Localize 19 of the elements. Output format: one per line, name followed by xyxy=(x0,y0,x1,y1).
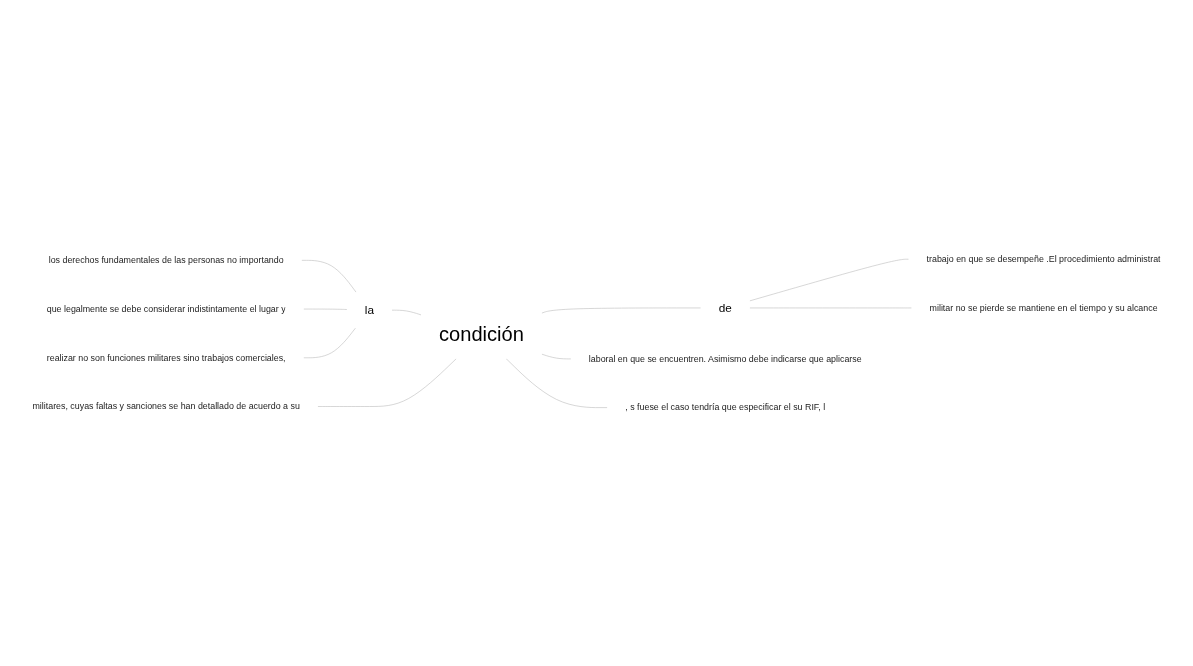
connector xyxy=(541,307,702,314)
connector xyxy=(541,353,572,359)
node-text: de xyxy=(718,301,732,315)
node-text: la xyxy=(364,303,375,317)
node-text: que legalmente se debe considerar indistintamente el lugar y xyxy=(46,303,286,314)
node-text: , s fuese el caso tendría que especificar el su RIF, l xyxy=(625,401,826,412)
connector xyxy=(749,258,910,301)
connector xyxy=(303,327,356,358)
connector xyxy=(317,357,457,407)
connector xyxy=(301,259,357,293)
connector xyxy=(505,357,608,408)
node-text: realizar no son funciones militares sino trabajos comerciales, xyxy=(46,351,286,362)
node-text: laboral en que se encuentren. Asimismo debe indicarse que aplicarse xyxy=(588,353,862,364)
node-text: condición xyxy=(439,322,524,346)
node-text: militar no se pierde se mantiene en el tiempo y su alcance xyxy=(929,302,1158,313)
node-text: militares, cuyas faltas y sanciones se han detallado de acuerdo a su xyxy=(32,400,300,411)
node-text: trabajo en que se desempeñe .El procedimiento administrat xyxy=(926,253,1161,264)
node-text: los derechos fundamentales de las personas no importando xyxy=(48,254,284,265)
connector xyxy=(391,309,422,315)
